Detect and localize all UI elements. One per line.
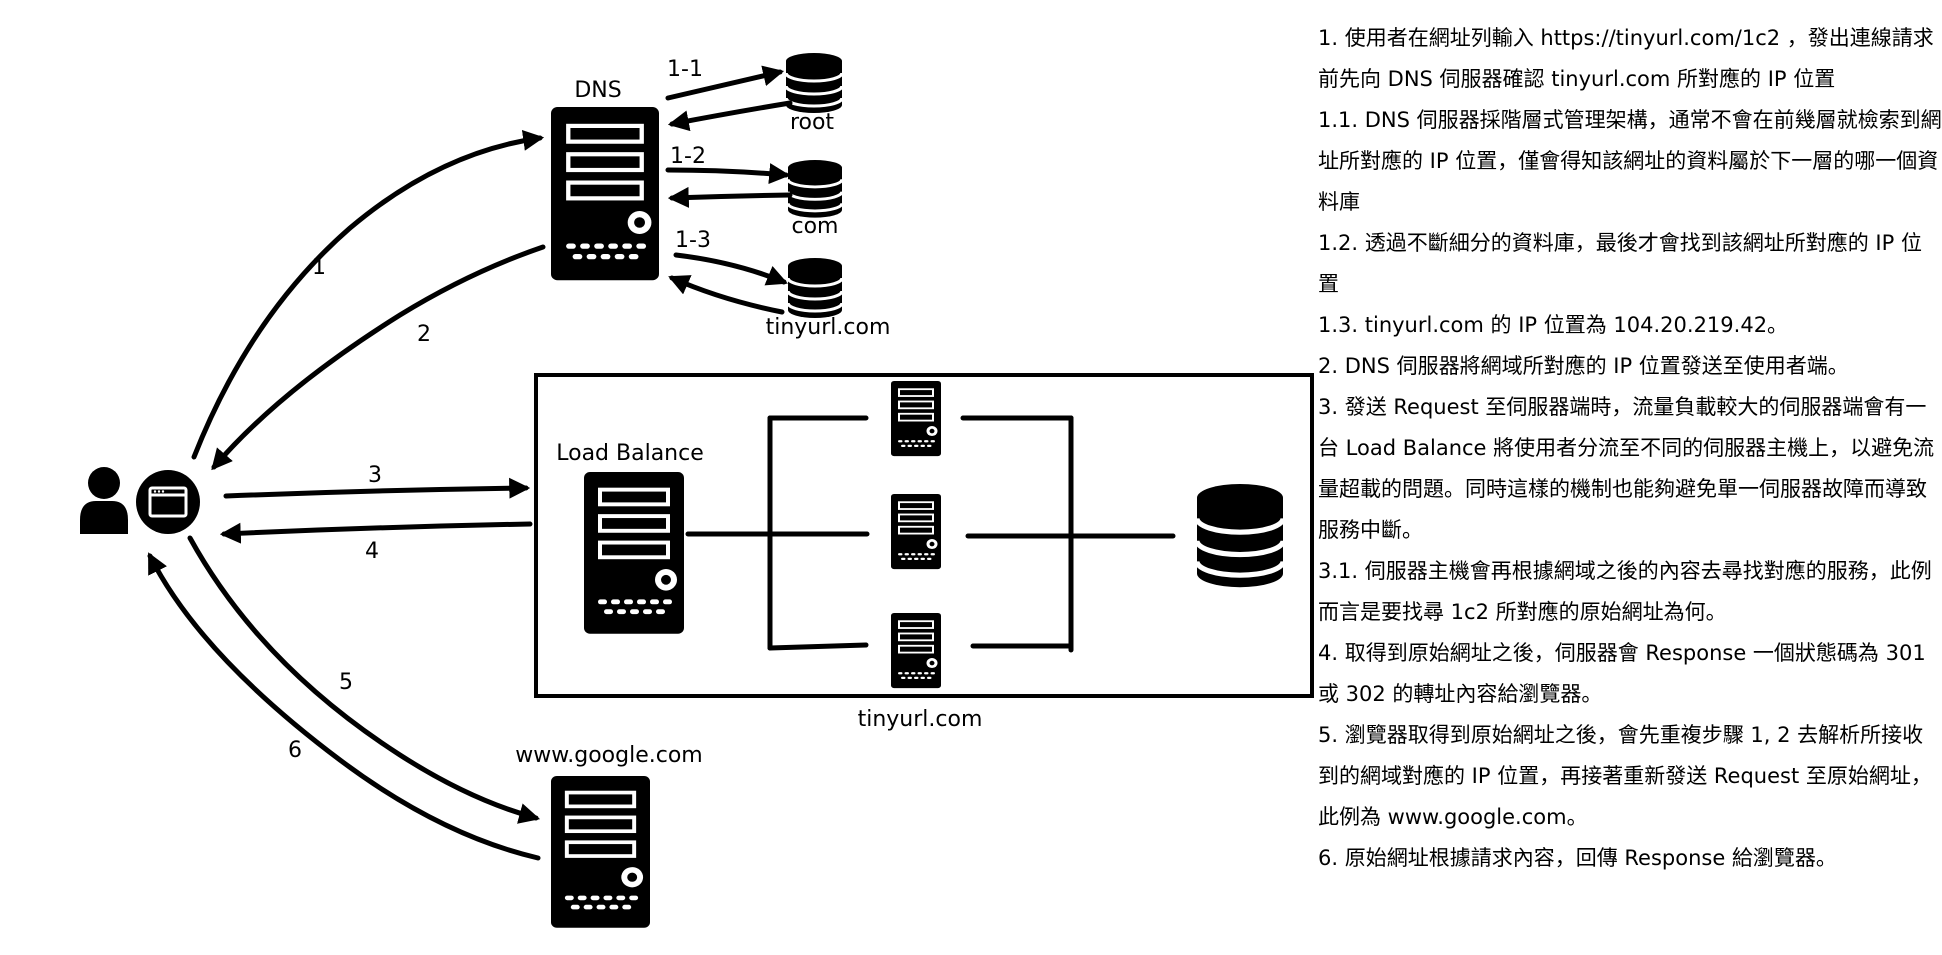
cluster-database-icon [1197,484,1283,587]
step-label-1-2: 1-2 [670,144,706,169]
app-server-icon-middle [891,494,941,570]
browser-icon [136,470,200,534]
note-1-2: 1.2. 透過不斷細分的資料庫，最後才會找到該網址所對應的 IP 位置 [1318,231,1922,296]
google-server-icon [551,776,650,928]
step-label-5: 5 [339,670,353,695]
arrow-1-1-response [667,100,793,132]
tinyurl-database-icon [786,256,844,320]
note-5: 5. 瀏覽器取得到原始網址之後，會先重複步驟 1, 2 去解析所接收到的網域對應… [1318,723,1932,829]
user-icon [80,467,128,534]
step-label-1-1: 1-1 [667,57,703,82]
arrow-2-dns-to-user [211,244,546,471]
root-database-label: root [790,110,834,135]
com-database-icon [786,158,844,220]
arrow-1-3-response [668,275,785,315]
note-3-1: 3.1. 伺服器主機會再根據網域之後的內容去尋找對應的服務，此例而言是要找尋 1… [1318,559,1932,624]
step-label-1: 1 [312,255,326,280]
arrow-1-2-response [667,186,793,208]
arrow-1-1-request [665,65,785,101]
note-2: 2. DNS 伺服器將網域所對應的 IP 位置發送至使用者端。 [1318,354,1849,378]
arrow-6-response [147,552,541,861]
note-1-3: 1.3. tinyurl.com 的 IP 位置為 104.20.219.42。 [1318,313,1789,337]
dns-label: DNS [574,78,621,103]
step-label-6: 6 [288,738,302,763]
step-label-3: 3 [368,463,382,488]
arrow-4-response [219,521,533,544]
arrow-1-2-request [665,163,791,185]
tinyurl-database-label: tinyurl.com [766,315,891,340]
arrow-5-request [187,535,541,824]
arrow-1-3-request [673,252,788,286]
step-label-4: 4 [365,539,379,564]
note-4: 4. 取得到原始網址之後，伺服器會 Response 一個狀態碼為 301 或 … [1318,641,1926,706]
cluster-wiring [685,415,1176,653]
step-label-1-3: 1-3 [675,228,711,253]
app-server-icon-bottom [891,613,941,689]
tinyurl-cluster-box [534,373,1314,698]
dns-server-icon [551,107,659,281]
load-balance-label: Load Balance [556,441,704,466]
google-server-label: www.google.com [515,743,702,768]
app-server-icon-top [891,381,941,457]
step-notes: 1. 使用者在網址列輸入 https://tinyurl.com/1c2 ，發出… [1318,18,1942,879]
arrow-1-user-to-dns [191,129,545,460]
com-database-label: com [792,214,839,239]
load-balance-server-icon [584,472,684,634]
note-6: 6. 原始網址根據請求內容，回傳 Response 給瀏覽器。 [1318,846,1837,870]
tinyurl-cluster-label: tinyurl.com [858,707,983,732]
root-database-icon [784,51,844,115]
note-1: 1. 使用者在網址列輸入 https://tinyurl.com/1c2 ，發出… [1318,26,1934,91]
note-1-1: 1.1. DNS 伺服器採階層式管理架構，通常不會在前幾層就檢索到網址所對應的 … [1318,108,1942,214]
note-3: 3. 發送 Request 至伺服器端時，流量負載較大的伺服器端會有一台 Loa… [1318,395,1935,542]
arrow-3-request [223,477,531,499]
step-label-2: 2 [417,322,431,347]
